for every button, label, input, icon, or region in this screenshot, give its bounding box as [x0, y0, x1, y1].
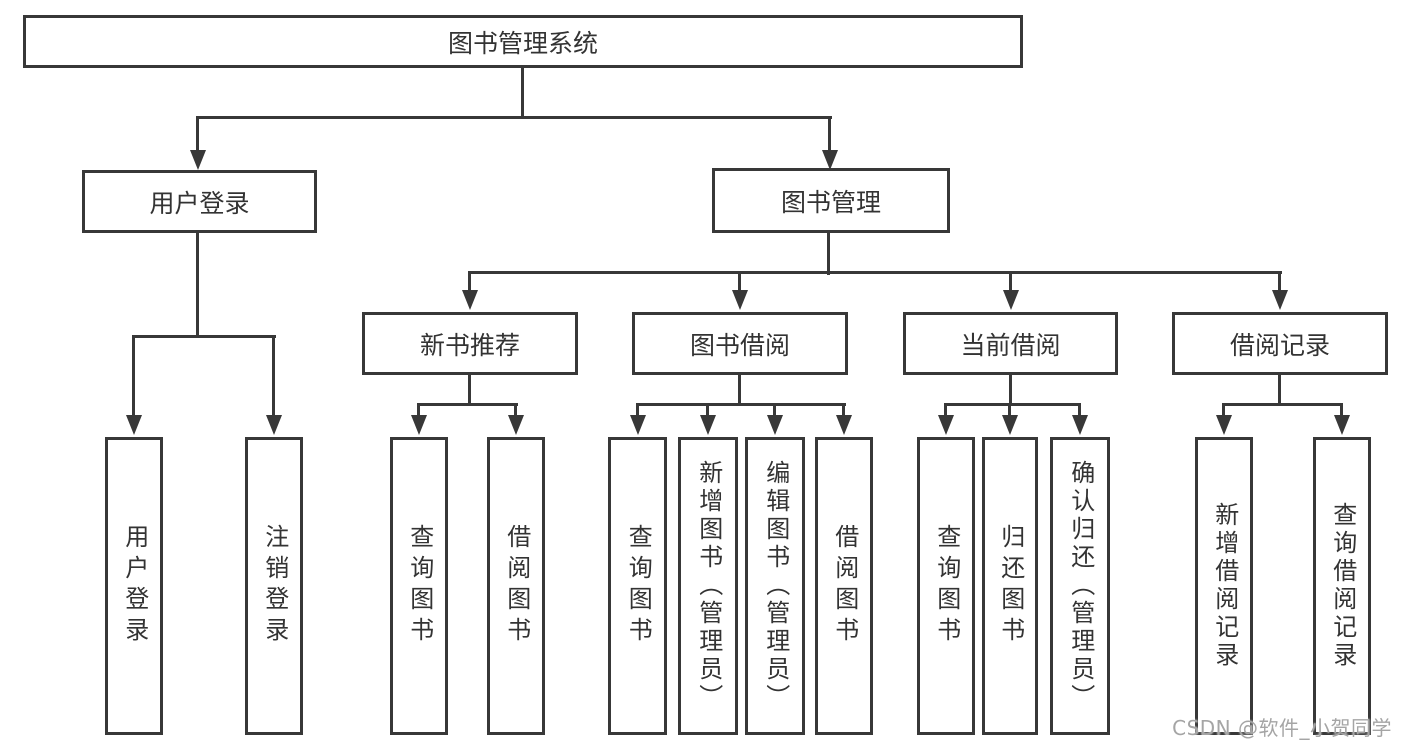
- connector-line: [272, 337, 275, 417]
- connector-line: [827, 233, 830, 275]
- connector-line: [196, 233, 199, 337]
- connector-line: [1009, 375, 1012, 406]
- connector-line: [1222, 403, 1343, 406]
- node-book-management: 图书管理: [712, 168, 950, 233]
- connector-line: [1078, 405, 1081, 419]
- node-label: 新增图书（管理员）: [694, 460, 723, 712]
- arrowhead-down-icon: [190, 150, 206, 170]
- connector-line: [842, 405, 845, 419]
- connector-line: [1278, 273, 1281, 292]
- connector-line: [1008, 405, 1011, 419]
- arrowhead-down-icon: [1334, 415, 1350, 435]
- connector-line: [944, 405, 947, 419]
- node-label: 当前借阅: [960, 330, 1061, 360]
- connector-line: [196, 116, 832, 119]
- arrowhead-down-icon: [266, 415, 282, 435]
- node-label: 查询借阅记录: [1328, 502, 1357, 670]
- node-user-login: 用户登录: [82, 170, 317, 233]
- connector-line: [636, 403, 846, 406]
- leaf-query-book-3: 查询图书: [917, 437, 975, 735]
- connector-line: [828, 118, 831, 152]
- leaf-borrow-book-2: 借阅图书: [815, 437, 873, 735]
- connector-line: [636, 405, 639, 419]
- arrowhead-down-icon: [1002, 415, 1018, 435]
- arrowhead-down-icon: [508, 415, 524, 435]
- leaf-add-borrow-record: 新增借阅记录: [1195, 437, 1253, 735]
- node-label: 归还图书: [996, 524, 1025, 648]
- node-label: 新增借阅记录: [1210, 502, 1239, 670]
- arrowhead-down-icon: [700, 415, 716, 435]
- leaf-borrow-book-1: 借阅图书: [487, 437, 545, 735]
- node-label: 图书借阅: [689, 330, 790, 360]
- connector-line: [468, 273, 471, 292]
- node-current-borrow: 当前借阅: [903, 312, 1118, 375]
- connector-line: [1222, 405, 1225, 419]
- arrowhead-down-icon: [126, 415, 142, 435]
- arrowhead-down-icon: [767, 415, 783, 435]
- leaf-query-book-1: 查询图书: [390, 437, 448, 735]
- leaf-user-login: 用户登录: [105, 437, 163, 735]
- arrowhead-down-icon: [1072, 415, 1088, 435]
- leaf-add-book-admin: 新增图书（管理员）: [678, 437, 738, 735]
- connector-line: [944, 403, 1081, 406]
- leaf-confirm-return-admin: 确认归还（管理员）: [1050, 437, 1110, 735]
- arrowhead-down-icon: [1272, 290, 1288, 310]
- arrowhead-down-icon: [836, 415, 852, 435]
- leaf-logout: 注销登录: [245, 437, 303, 735]
- arrowhead-down-icon: [411, 415, 427, 435]
- node-label: 借阅记录: [1229, 330, 1330, 360]
- node-book-borrow: 图书借阅: [632, 312, 848, 375]
- node-label: 借阅图书: [830, 524, 859, 648]
- arrowhead-down-icon: [630, 415, 646, 435]
- connector-line: [514, 405, 517, 419]
- node-borrow-records: 借阅记录: [1172, 312, 1388, 375]
- node-library-system: 图书管理系统: [23, 15, 1023, 68]
- connector-line: [468, 375, 471, 406]
- arrowhead-down-icon: [938, 415, 954, 435]
- node-new-book-recommend: 新书推荐: [362, 312, 578, 375]
- connector-line: [738, 375, 741, 406]
- arrowhead-down-icon: [1216, 415, 1232, 435]
- node-label: 图书管理系统: [447, 28, 598, 58]
- leaf-query-book-2: 查询图书: [608, 437, 667, 735]
- node-label: 注销登录: [260, 524, 289, 648]
- connector-line: [521, 68, 524, 118]
- node-label: 查询图书: [932, 524, 961, 648]
- leaf-return-book: 归还图书: [982, 437, 1038, 735]
- connector-line: [773, 405, 776, 419]
- connector-line: [1278, 375, 1281, 406]
- arrowhead-down-icon: [822, 150, 838, 170]
- connector-line: [706, 405, 709, 419]
- node-label: 确认归还（管理员）: [1066, 460, 1095, 712]
- node-label: 新书推荐: [419, 330, 520, 360]
- leaf-query-borrow-record: 查询借阅记录: [1313, 437, 1371, 735]
- node-label: 编辑图书（管理员）: [761, 460, 790, 712]
- arrowhead-down-icon: [462, 290, 478, 310]
- connector-line: [1340, 405, 1343, 419]
- arrowhead-down-icon: [732, 290, 748, 310]
- connector-line: [417, 403, 518, 406]
- csdn-watermark: CSDN @软件_小贺同学: [1172, 716, 1392, 740]
- node-label: 借阅图书: [502, 524, 531, 648]
- connector-line: [468, 271, 1282, 274]
- leaf-edit-book-admin: 编辑图书（管理员）: [745, 437, 805, 735]
- connector-line: [1009, 273, 1012, 292]
- node-label: 用户登录: [120, 524, 149, 648]
- connector-line: [132, 337, 135, 417]
- connector-line: [196, 118, 199, 152]
- connector-line: [417, 405, 420, 419]
- node-label: 用户登录: [149, 188, 250, 218]
- arrowhead-down-icon: [1003, 290, 1019, 310]
- node-label: 查询图书: [405, 524, 434, 648]
- node-label: 图书管理: [780, 187, 881, 217]
- connector-line: [132, 335, 276, 338]
- node-label: 查询图书: [624, 524, 653, 648]
- connector-line: [738, 273, 741, 292]
